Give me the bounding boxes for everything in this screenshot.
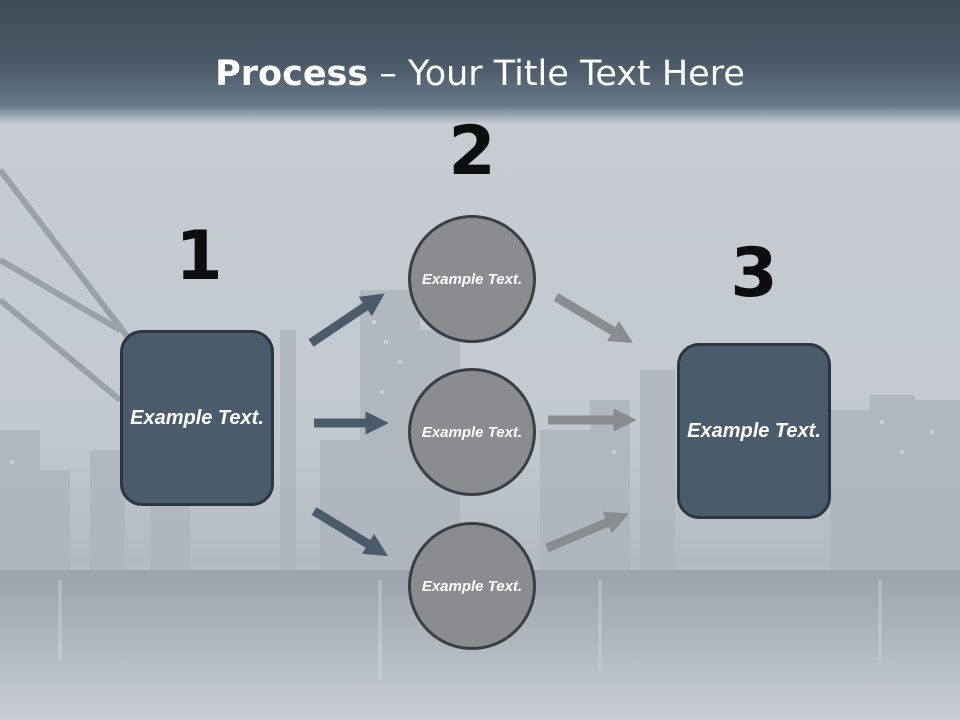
slide-title: Process – Your Title Text Here (0, 52, 960, 96)
box-step-3-label: Example Text. (687, 419, 821, 442)
arrow-top-circle-to-box (553, 293, 634, 343)
circle-middle-label: Example Text. (421, 423, 523, 441)
box-step-1: Example Text. (120, 330, 274, 506)
title-bold: Process (215, 54, 369, 94)
circle-bottom: Example Text. (408, 522, 536, 650)
circle-top: Example Text. (408, 215, 536, 343)
circle-top-label: Example Text. (421, 270, 523, 288)
title-rest: – Your Title Text Here (368, 54, 745, 94)
step-number-3: 3 (730, 234, 778, 313)
step-number-2: 2 (448, 112, 496, 191)
arrow-bottom-circle-to-box (545, 511, 629, 553)
circle-bottom-label: Example Text. (421, 577, 523, 595)
circle-middle: Example Text. (408, 368, 536, 496)
arrow-box-to-top-circle (308, 293, 385, 347)
step-number-1: 1 (175, 217, 223, 296)
title-band: Process – Your Title Text Here (0, 0, 960, 124)
arrow-box-to-bottom-circle (311, 507, 388, 557)
box-step-1-label: Example Text. (130, 406, 264, 429)
box-step-3: Example Text. (677, 343, 831, 519)
